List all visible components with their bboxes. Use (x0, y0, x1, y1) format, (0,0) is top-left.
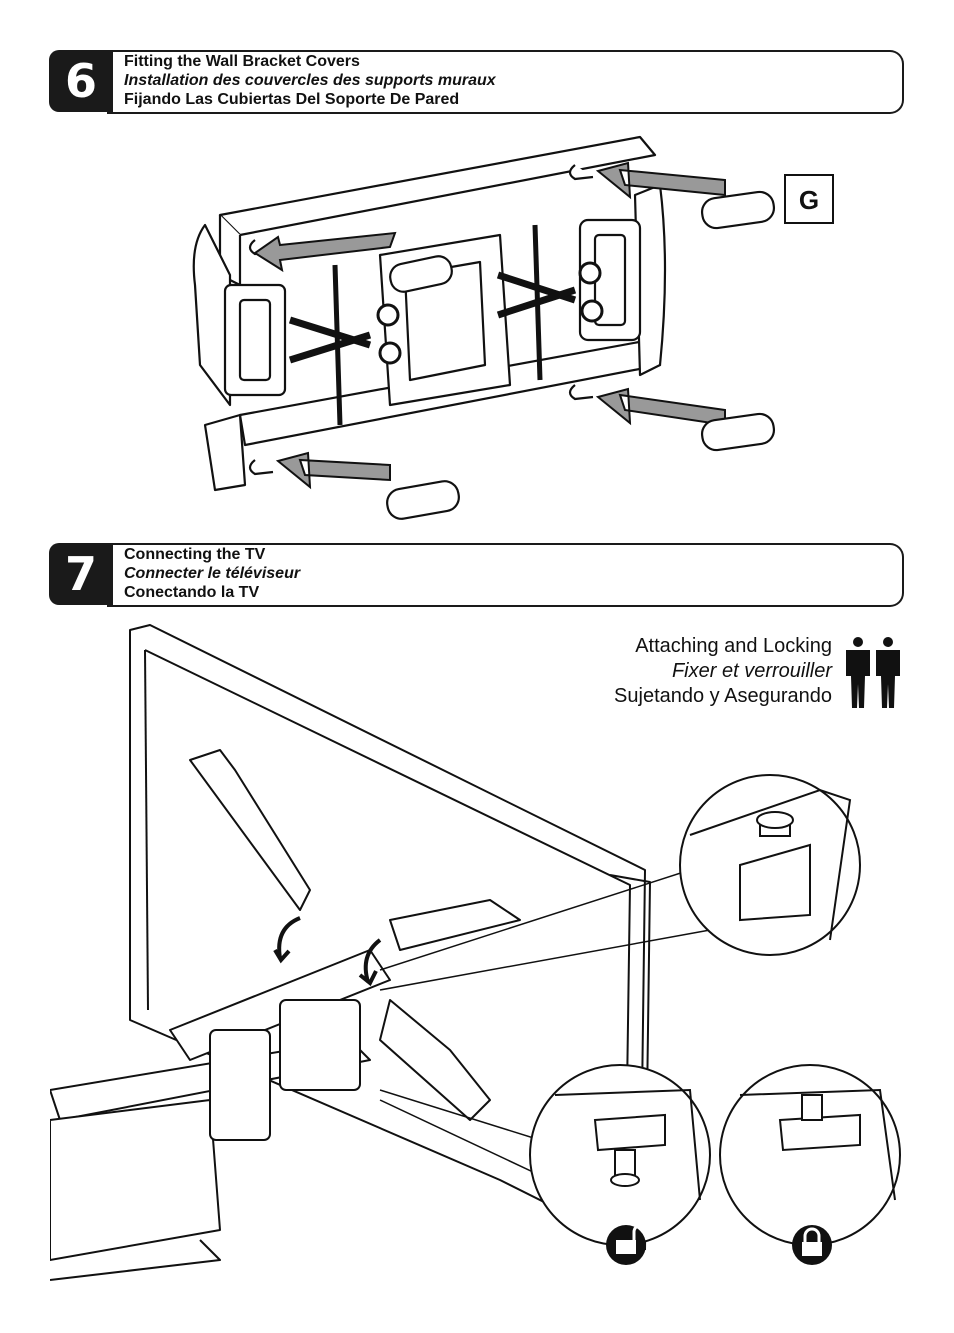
step-7-titles: Connecting the TV Connecter le téléviseu… (124, 545, 300, 602)
tv-mounting-arm-right (389, 899, 521, 951)
step-6-title-es: Fijando Las Cubiertas Del Soporte De Par… (124, 91, 460, 108)
insert-arrows (253, 161, 726, 490)
part-g-label-box (784, 174, 834, 224)
step-6-title-fr: Installation des couvercles des supports… (124, 72, 496, 89)
step-7-title-box (107, 543, 904, 607)
step-6-title-box (107, 50, 904, 114)
step-7-title-en: Connecting the TV (124, 546, 266, 563)
detail-hook-callout (679, 774, 861, 956)
tv-mounting-arm-lower (379, 999, 491, 1121)
two-person-note-es: Sujetando y Asegurando (614, 685, 832, 707)
wall-bracket-base (50, 1099, 221, 1261)
tv-connect-illustration (50, 624, 901, 1281)
step-6-titles: Fitting the Wall Bracket Covers Installa… (124, 52, 496, 109)
step-6-number: 6 (49, 50, 113, 112)
step-6-header: 6 Fitting the Wall Bracket Covers Instal… (49, 50, 904, 114)
two-person-icon (846, 637, 900, 708)
two-person-note-fr: Fixer et verrouiller (671, 660, 832, 682)
step-7-title-fr: Connecter le téléviseur (124, 565, 301, 582)
wall-bracket-cover-illustration: G (192, 135, 834, 520)
step-6-title-en: Fitting the Wall Bracket Covers (124, 53, 360, 70)
scissors-icon-2 (496, 261, 604, 323)
detail-locked-callout (719, 1064, 901, 1265)
step-7-number: 7 (49, 543, 113, 605)
hook-arrows-icon (273, 916, 382, 987)
bracket-top-rail-face (192, 223, 232, 407)
detail-unlocked-callout (529, 1064, 711, 1265)
tv-mounting-arm-upper (189, 749, 311, 911)
part-g-label: G (799, 185, 819, 215)
scissors-icon (288, 303, 402, 365)
step-7-header: 7 Connecting the TV Connecter le télévis… (49, 543, 904, 607)
two-person-note: Attaching and Locking Fixer et verrouill… (614, 634, 832, 709)
bracket-covers (386, 190, 776, 520)
two-person-note-en: Attaching and Locking (635, 635, 832, 657)
step-7-title-es: Conectando la TV (124, 584, 260, 601)
bracket-right-end (633, 183, 667, 377)
